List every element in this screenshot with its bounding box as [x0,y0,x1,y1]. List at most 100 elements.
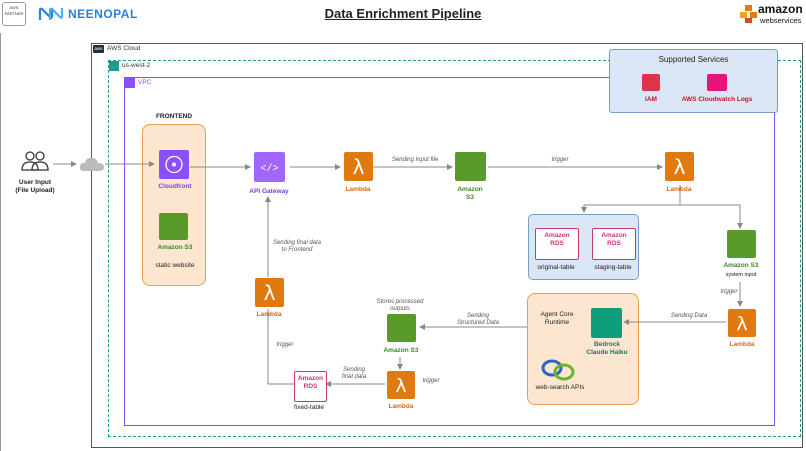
lambda-4-icon: λ [387,371,415,399]
edge-sending-final-frontend-1: Sending final data [272,240,322,246]
edge-sending-data: Sending Data [670,313,708,319]
edge-trigger-left: trigger [276,342,294,348]
svg-text:</>: </> [260,163,278,175]
s3-input-label-1: Amazon [457,186,483,193]
edge-trigger-right: trigger [720,289,738,295]
agent-core-label-2: Runtime [544,319,570,326]
svg-text:λ: λ [353,155,365,179]
rds-staging-label: staging-table [594,264,632,271]
rds-original-icon: Amazon RDS [535,228,579,260]
page-title: Data Enrichment Pipeline [324,6,482,21]
amazon-web-services-logo: amazon webservices [738,2,804,28]
edge-stores-processed-2: outputs [390,306,410,312]
system-input-label: system input [725,272,757,278]
aws-partner-logo: AWS PARTNER [2,2,26,26]
svg-text:λ: λ [264,281,276,305]
edge-stores-processed-1: Stores processed [376,299,424,305]
internet-cloud-icon [79,157,104,171]
lambda-2-icon: λ [665,152,694,181]
neenopal-text: NEENOPAL [68,7,138,21]
flag-icon [109,61,119,71]
lambda-5-icon: λ [255,278,284,307]
lambda-3-icon: λ [728,309,756,337]
s3-static-label: Amazon S3 [157,244,193,251]
amazon-text: amazon [758,2,803,16]
cloudwatch-label: AWS Cloudwatch Logs [681,96,753,103]
supported-services-box: Supported Services [609,49,778,113]
iam-icon [642,74,660,91]
aws-cubes-icon [740,5,757,23]
rds-staging-icon: Amazon RDS [592,228,636,260]
rds-original-label: original-table [537,264,575,271]
vpc-label: VPC [138,79,152,86]
aws-partner-text: AWS PARTNER [4,5,24,16]
rds-staging-word: Amazon [601,232,627,239]
rds-original-word: Amazon [544,232,570,239]
svg-text:λ: λ [395,375,406,397]
region-label: us-west-2 [122,62,151,69]
rds-original-sub: RDS [550,240,564,247]
api-gateway-icon: </> [254,152,285,182]
left-divider [0,33,1,451]
edge-sending-structured-1: Sending [466,313,490,319]
rds-fixed-label: fixed-table [294,404,324,411]
lambda-3-glyph: λ [736,313,747,335]
web-search-icon [541,359,575,381]
user-label-line1: User Input [18,179,52,186]
vpc-frame: VPC [124,77,775,426]
lambda-4-label: Lambda [388,403,414,410]
user-label-line2: (File Upload) [15,187,55,194]
aws-cloud-label: AWS Cloud [107,45,141,52]
edge-sending-final-1: Sending [342,367,366,373]
rds-fixed-icon: Amazon RDS [294,371,327,402]
static-website-label: static website [155,262,195,269]
svg-text:λ: λ [736,313,747,335]
s3-input-label-2: S3 [466,194,474,201]
lambda-5-glyph: λ [264,281,276,305]
edge-trigger-mid: trigger [422,378,440,384]
cloudfront-icon [159,150,189,179]
supported-services-title: Supported Services [658,55,729,64]
lambda-4-glyph: λ [395,375,406,397]
api-brackets-icon: </> [260,163,278,175]
s3-system-icon [727,230,756,258]
edge-trigger-top: trigger [551,157,569,163]
rds-fixed-word: Amazon [297,375,324,382]
svg-text:λ: λ [674,155,686,179]
lambda-5-label: Lambda [256,311,282,318]
lambda-2-label: Lambda [666,186,692,193]
cloudwatch-icon [707,74,727,91]
s3-output-label: Amazon S3 [383,347,419,354]
s3-input-icon [455,152,486,181]
lambda-1-icon: λ [344,152,373,181]
cloudfront-globe-icon [165,155,183,174]
lambda-3-label: Lambda [729,341,755,348]
edge-sending-final-2: final data [341,374,367,380]
bedrock-label-1: Bedrock [593,341,620,348]
web-search-label: web-search APIs [535,384,585,391]
rds-fixed-sub: RDS [303,383,318,390]
vpc-lock-icon [125,78,135,88]
edge-sending-final-frontend-2: to Frontend [281,247,313,253]
frontend-label: FRONTEND [155,113,193,120]
s3-static-icon [159,213,188,240]
lambda-1-label: Lambda [345,186,371,193]
lambda-2-glyph: λ [674,155,686,179]
bedrock-icon [591,308,622,338]
edge-sending-input-file: Sending Input file [391,157,439,163]
users-icon [21,151,49,171]
cloudfront-label: Cloudfront [158,183,192,190]
neenopal-mark-icon [38,7,64,20]
aws-cloud-frame: aws AWS Cloud [91,43,803,448]
webservices-text: webservices [760,16,802,25]
s3-system-label: Amazon S3 [723,262,759,269]
agent-core-label-1: Agent Core [540,311,574,318]
edge-sending-structured-2: Structured Data [456,320,500,326]
iam-label: IAM [645,96,657,103]
aws-cloud-icon: aws [93,45,104,53]
region-frame: us-west-2 [108,60,801,437]
bedrock-label-2: Claude Haiku [586,349,628,356]
rds-staging-sub: RDS [607,240,621,247]
lambda-1-glyph: λ [353,155,365,179]
